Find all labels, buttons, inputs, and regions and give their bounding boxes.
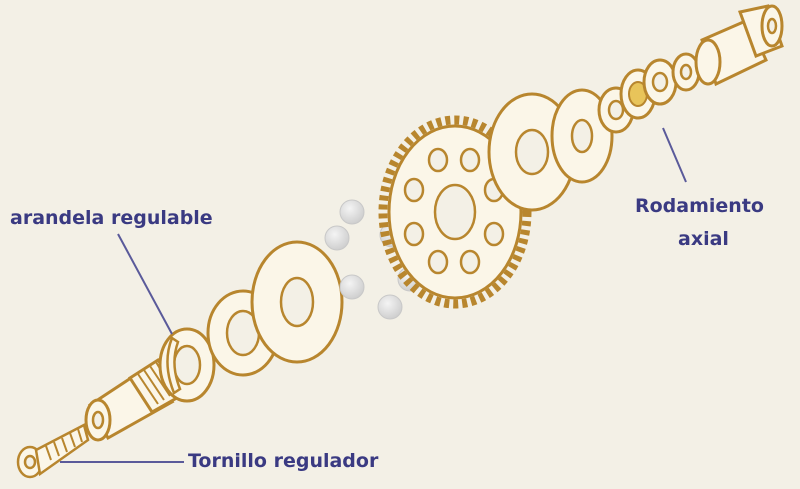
- label-axial-bearing-line1: Rodamiento: [635, 195, 764, 217]
- label-axial-bearing-line2: axial: [678, 228, 729, 250]
- pressure-plate-right: [550, 88, 614, 184]
- leader-lines: [60, 127, 687, 463]
- leader-washer: [117, 233, 173, 335]
- leader-bearing: [662, 127, 687, 183]
- adjuster-screw: [16, 423, 90, 479]
- label-adjustable-washer: arandela regulable: [10, 207, 213, 229]
- axial-bearing: [597, 52, 701, 134]
- threaded-hub: [84, 357, 185, 442]
- label-adjuster-screw: Tornillo regulador: [188, 450, 379, 472]
- friction-disc-large: [250, 240, 344, 364]
- output-shaft: [694, 4, 784, 87]
- adjustable-washer: [158, 327, 216, 403]
